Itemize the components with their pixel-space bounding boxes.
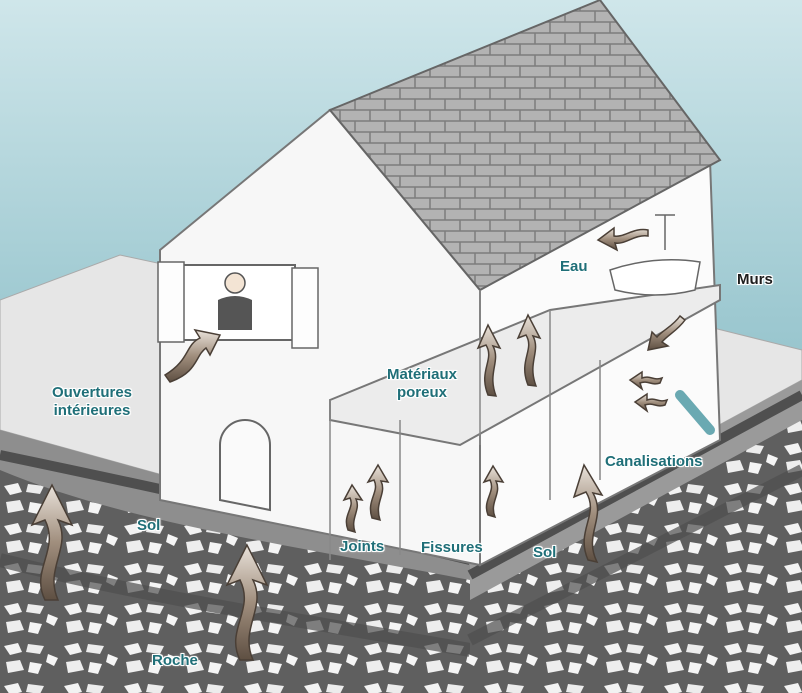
label-joints: Joints bbox=[340, 538, 385, 555]
arrow-roche bbox=[225, 543, 269, 661]
arrow-sol-center bbox=[572, 463, 604, 564]
person-body bbox=[218, 296, 252, 330]
arrow-window bbox=[163, 328, 222, 383]
arrow-poreux-2 bbox=[516, 313, 542, 387]
label-sol-right: Sol bbox=[533, 544, 557, 561]
label-murs: Murs bbox=[737, 271, 773, 288]
arrow-fissures bbox=[482, 464, 505, 519]
label-materiaux-poreux: Matériaux poreux bbox=[372, 366, 472, 402]
arrow-sol-left bbox=[30, 483, 74, 601]
label-poreux: poreux bbox=[396, 384, 447, 401]
house bbox=[157, 0, 722, 567]
label-canalisations: Canalisations bbox=[605, 453, 703, 470]
arrow-eau bbox=[596, 226, 649, 252]
label-roche: Roche bbox=[152, 652, 198, 669]
person-head bbox=[224, 272, 246, 294]
label-fissures: Fissures bbox=[421, 539, 483, 556]
label-eau: Eau bbox=[560, 258, 588, 275]
arrow-canalisations-1 bbox=[628, 370, 664, 392]
arrow-murs bbox=[647, 314, 687, 351]
arrow-poreux-1 bbox=[476, 323, 502, 397]
label-ouvertures-interieures: Ouvertures intérieures bbox=[32, 384, 152, 420]
arrow-joints-1 bbox=[342, 483, 364, 534]
label-materiaux: Matériaux bbox=[386, 366, 458, 383]
radon-arrows bbox=[30, 226, 687, 661]
label-ouvertures: Ouvertures bbox=[51, 384, 133, 401]
arrow-canalisations-2 bbox=[633, 392, 669, 414]
label-sol-left: Sol bbox=[137, 517, 161, 534]
label-interieures: intérieures bbox=[53, 402, 131, 419]
arrow-joints-2 bbox=[366, 463, 390, 522]
